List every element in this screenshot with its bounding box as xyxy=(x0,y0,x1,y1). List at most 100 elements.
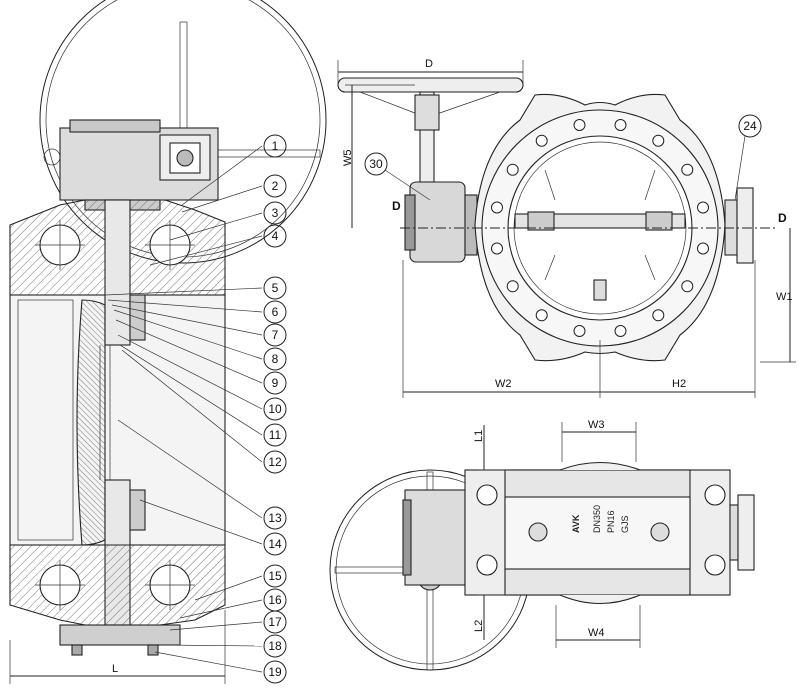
flange-bolt-hole xyxy=(506,163,519,176)
dimension-W3: W3 xyxy=(588,419,605,431)
flange-bolt-hole xyxy=(573,119,586,131)
topview-boss-left xyxy=(528,522,548,542)
callout-24: 24 xyxy=(734,114,762,201)
svg-text:13: 13 xyxy=(268,511,282,525)
svg-text:6: 6 xyxy=(272,305,279,319)
flange-bolt-hole xyxy=(535,309,548,322)
flange-bolt-hole xyxy=(697,201,709,214)
gearbox-indicator xyxy=(169,142,201,174)
body-marking-pressure: PN16 xyxy=(606,510,616,533)
handwheel-hub xyxy=(414,94,440,131)
flange-bolt-hole xyxy=(491,242,503,255)
callout-11: 11 xyxy=(263,423,287,447)
svg-text:19: 19 xyxy=(268,665,282,679)
callout-leaders xyxy=(104,145,263,673)
svg-text:30: 30 xyxy=(369,157,383,171)
body-logo: AVK xyxy=(571,514,581,533)
dimension-L: L xyxy=(112,663,118,675)
shaft-end-cap xyxy=(736,187,754,264)
dimension-L1: L1 xyxy=(473,430,485,442)
handwheel-spoke-vertical xyxy=(179,21,188,133)
topview-gearbox xyxy=(404,489,466,586)
section-view: L xyxy=(9,0,327,684)
topview-bolt-left-top xyxy=(476,484,498,506)
body-marking-material: GJS xyxy=(620,515,630,533)
topview-bolt-right-bottom xyxy=(704,554,726,576)
topview-boss-right xyxy=(650,522,670,542)
valve-disc xyxy=(76,299,106,546)
callout-7: 7 xyxy=(263,323,287,347)
disc-hub-lower xyxy=(129,489,146,531)
svg-text:1: 1 xyxy=(272,139,279,153)
disc-lug-left xyxy=(527,211,555,231)
flange-bolt-hole xyxy=(573,325,586,337)
dimension-W1: W1 xyxy=(776,291,793,303)
svg-text:11: 11 xyxy=(269,428,282,442)
callout-13: 13 xyxy=(263,506,287,530)
dimension-W5: W5 xyxy=(342,150,354,167)
svg-text:4: 4 xyxy=(272,229,279,243)
gearbox-input-shaft xyxy=(176,149,194,167)
dimension-L2: L2 xyxy=(473,620,485,632)
body-marking-size: DN350 xyxy=(592,505,602,533)
topview-bolt-left-bottom xyxy=(476,554,498,576)
svg-text:5: 5 xyxy=(272,281,279,295)
section-mark-right: D xyxy=(778,211,787,225)
handwheel-spoke-horizontal xyxy=(204,149,321,158)
svg-text:3: 3 xyxy=(272,206,279,220)
callout-15: 15 xyxy=(263,564,287,588)
callout-9: 9 xyxy=(263,371,287,395)
svg-text:7: 7 xyxy=(272,328,279,342)
flange-bolt-holes xyxy=(491,119,709,337)
svg-text:14: 14 xyxy=(268,537,282,551)
top-view: AVK DN350 PN16 GJS W3 W4 L1 L2 xyxy=(329,419,755,671)
dimension-W2: W2 xyxy=(495,378,512,390)
flange-bolt-hole xyxy=(697,242,709,255)
flange-bolt-hole xyxy=(614,325,627,337)
flange-bolt-hole xyxy=(681,280,694,293)
callout-6: 6 xyxy=(263,300,287,324)
gearbox-front xyxy=(409,181,466,263)
callout-5: 5 xyxy=(263,276,287,300)
svg-text:15: 15 xyxy=(268,569,282,583)
callout-12: 12 xyxy=(263,450,287,474)
upper-stem xyxy=(104,199,131,346)
handwheel-hub-left xyxy=(43,148,61,166)
callouts: 1 2 3 4 5 6 7 8 9 10 11 12 13 14 15 16 1… xyxy=(263,134,287,684)
body-bore-left xyxy=(17,299,74,541)
topview-bolt-right-top xyxy=(704,484,726,506)
bottom-bolt-right xyxy=(147,644,159,656)
callout-19: 19 xyxy=(263,660,287,684)
svg-text:8: 8 xyxy=(272,352,279,366)
callout-16: 16 xyxy=(263,588,287,612)
callout-14: 14 xyxy=(263,532,287,556)
callout-10: 10 xyxy=(263,397,287,421)
svg-text:16: 16 xyxy=(268,593,282,607)
svg-text:12: 12 xyxy=(268,455,282,469)
svg-text:2: 2 xyxy=(272,179,279,193)
svg-text:9: 9 xyxy=(272,376,279,390)
flange-bolt-hole xyxy=(614,119,627,131)
dimension-D: D xyxy=(425,58,433,70)
callout-8: 8 xyxy=(263,347,287,371)
svg-text:17: 17 xyxy=(268,615,282,629)
callout-17: 17 xyxy=(263,610,287,634)
section-mark-left: D xyxy=(392,199,401,213)
callout-18: 18 xyxy=(263,634,287,658)
dimension-W4: W4 xyxy=(588,627,605,639)
topview-shaft-cap xyxy=(737,494,755,571)
callout-2: 2 xyxy=(263,174,287,198)
svg-text:10: 10 xyxy=(268,402,282,416)
callout-4: 4 xyxy=(263,224,287,248)
bottom-bolt-left xyxy=(71,644,83,656)
callout-1: 1 xyxy=(263,134,287,158)
disc-lug-right xyxy=(645,211,673,231)
front-view: D D D W5 30 24 W1 W2 H2 xyxy=(337,58,796,398)
topview-gearbox-face xyxy=(402,499,412,576)
disc-bottom-lug xyxy=(593,279,607,301)
flange-bolt-hole xyxy=(652,134,665,147)
flange-bolt-hole xyxy=(681,163,694,176)
flange-bolt-hole xyxy=(506,280,519,293)
svg-text:18: 18 xyxy=(268,639,282,653)
